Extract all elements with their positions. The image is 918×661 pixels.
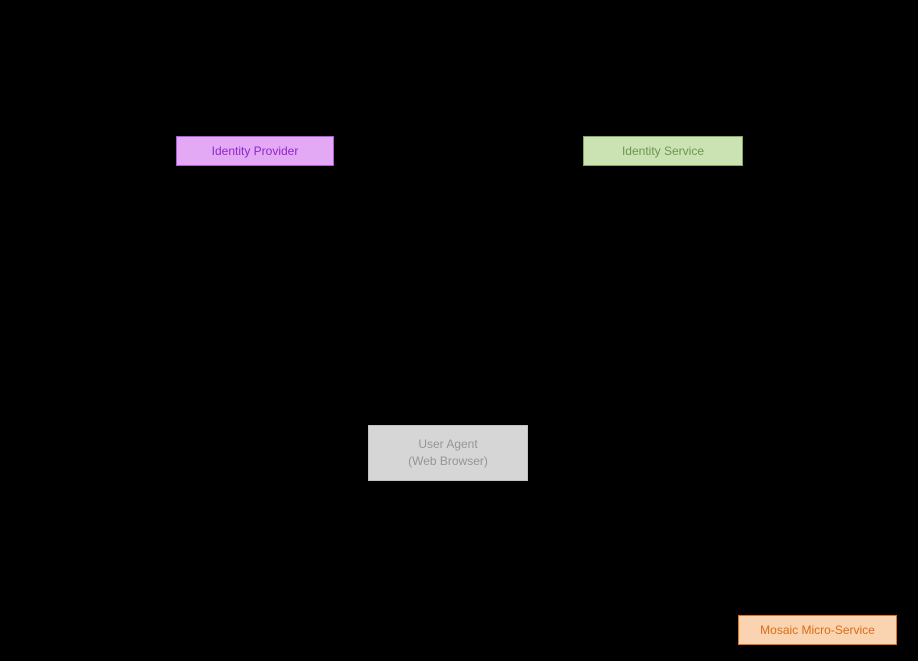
node-identity-provider: Identity Provider — [176, 136, 334, 166]
node-identity-service: Identity Service — [583, 136, 743, 166]
node-identity-service-label: Identity Service — [621, 143, 705, 158]
node-mosaic-micro-service: Mosaic Micro-Service — [738, 615, 897, 645]
node-mosaic-micro-service-label: Mosaic Micro-Service — [760, 622, 875, 637]
node-user-agent-label: User Agent — [418, 437, 478, 451]
node-user-agent-sublabel: (Web Browser) — [408, 454, 488, 468]
node-user-agent: User Agent (Web Browser) — [368, 425, 528, 481]
node-identity-provider-label: Identity Provider — [211, 143, 299, 158]
